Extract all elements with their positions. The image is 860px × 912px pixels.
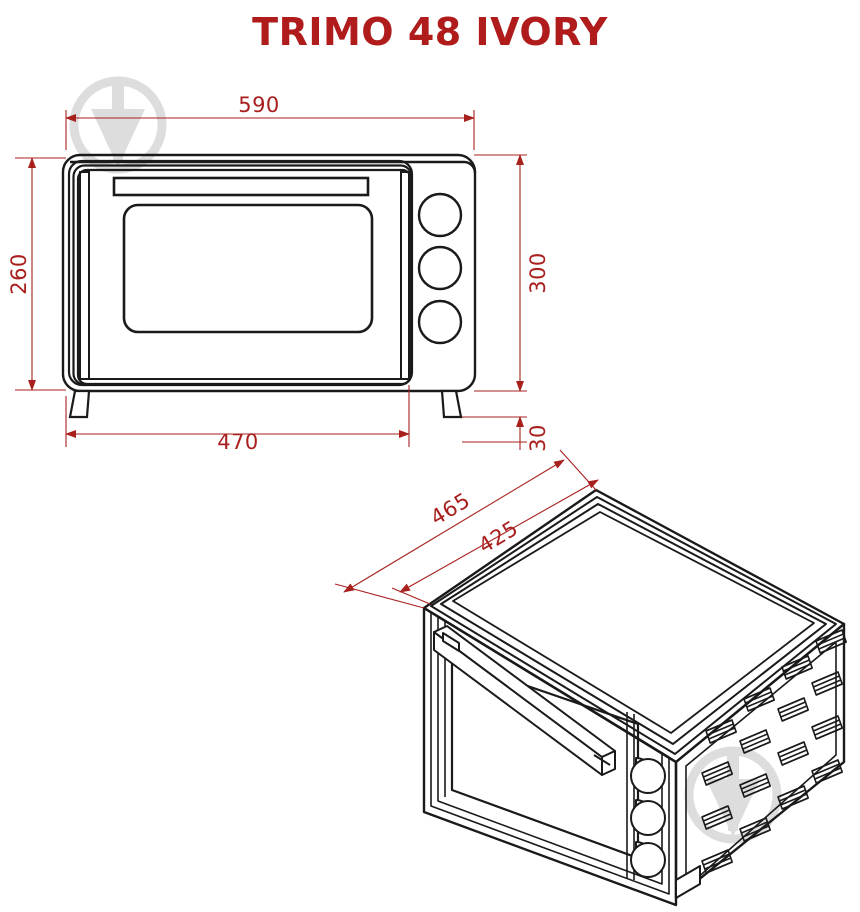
control-knob-1[interactable] — [417, 192, 463, 238]
control-knob-2[interactable] — [417, 245, 463, 291]
iso-door-handle[interactable] — [433, 625, 616, 776]
control-knob-3[interactable] — [417, 299, 463, 345]
dimension-label-470: 470 — [217, 430, 259, 454]
front-door-edge-strip-right — [400, 171, 410, 380]
front-control-panel — [417, 192, 463, 345]
front-view — [61, 153, 477, 419]
front-door-handle — [112, 176, 370, 197]
iso-control-knob-1[interactable] — [630, 757, 666, 794]
dimension-label-300: 300 — [526, 252, 550, 294]
front-body-shell — [61, 153, 477, 393]
iso-foot — [675, 865, 701, 899]
iso-control-panel — [630, 757, 666, 878]
dimension-label-260: 260 — [7, 253, 31, 295]
front-door-window — [122, 203, 374, 334]
dimension-label-465: 465 — [426, 488, 474, 530]
front-view-dimensions — [15, 110, 527, 450]
front-view-dimension-labels: 590 470 260 300 30 — [7, 93, 550, 454]
page-title: TRIMO 48 IVORY — [252, 10, 608, 54]
dimension-line-425 — [399, 479, 599, 593]
isometric-view-dimensions — [334, 449, 599, 609]
front-door-hinge-strip — [79, 171, 90, 380]
iso-control-knob-3[interactable] — [630, 841, 666, 878]
iso-control-knob-2[interactable] — [630, 799, 666, 836]
front-foot-right — [440, 389, 463, 419]
iso-right-face — [674, 622, 846, 900]
iso-front-face — [422, 606, 678, 907]
dimension-label-590: 590 — [238, 93, 280, 117]
front-door-frame — [67, 159, 414, 387]
dimension-label-30: 30 — [526, 424, 550, 452]
isometric-view-dimension-labels: 465 425 — [426, 488, 522, 558]
front-foot-left — [68, 389, 91, 419]
dimension-line-465 — [343, 459, 565, 593]
isometric-view — [422, 488, 848, 907]
